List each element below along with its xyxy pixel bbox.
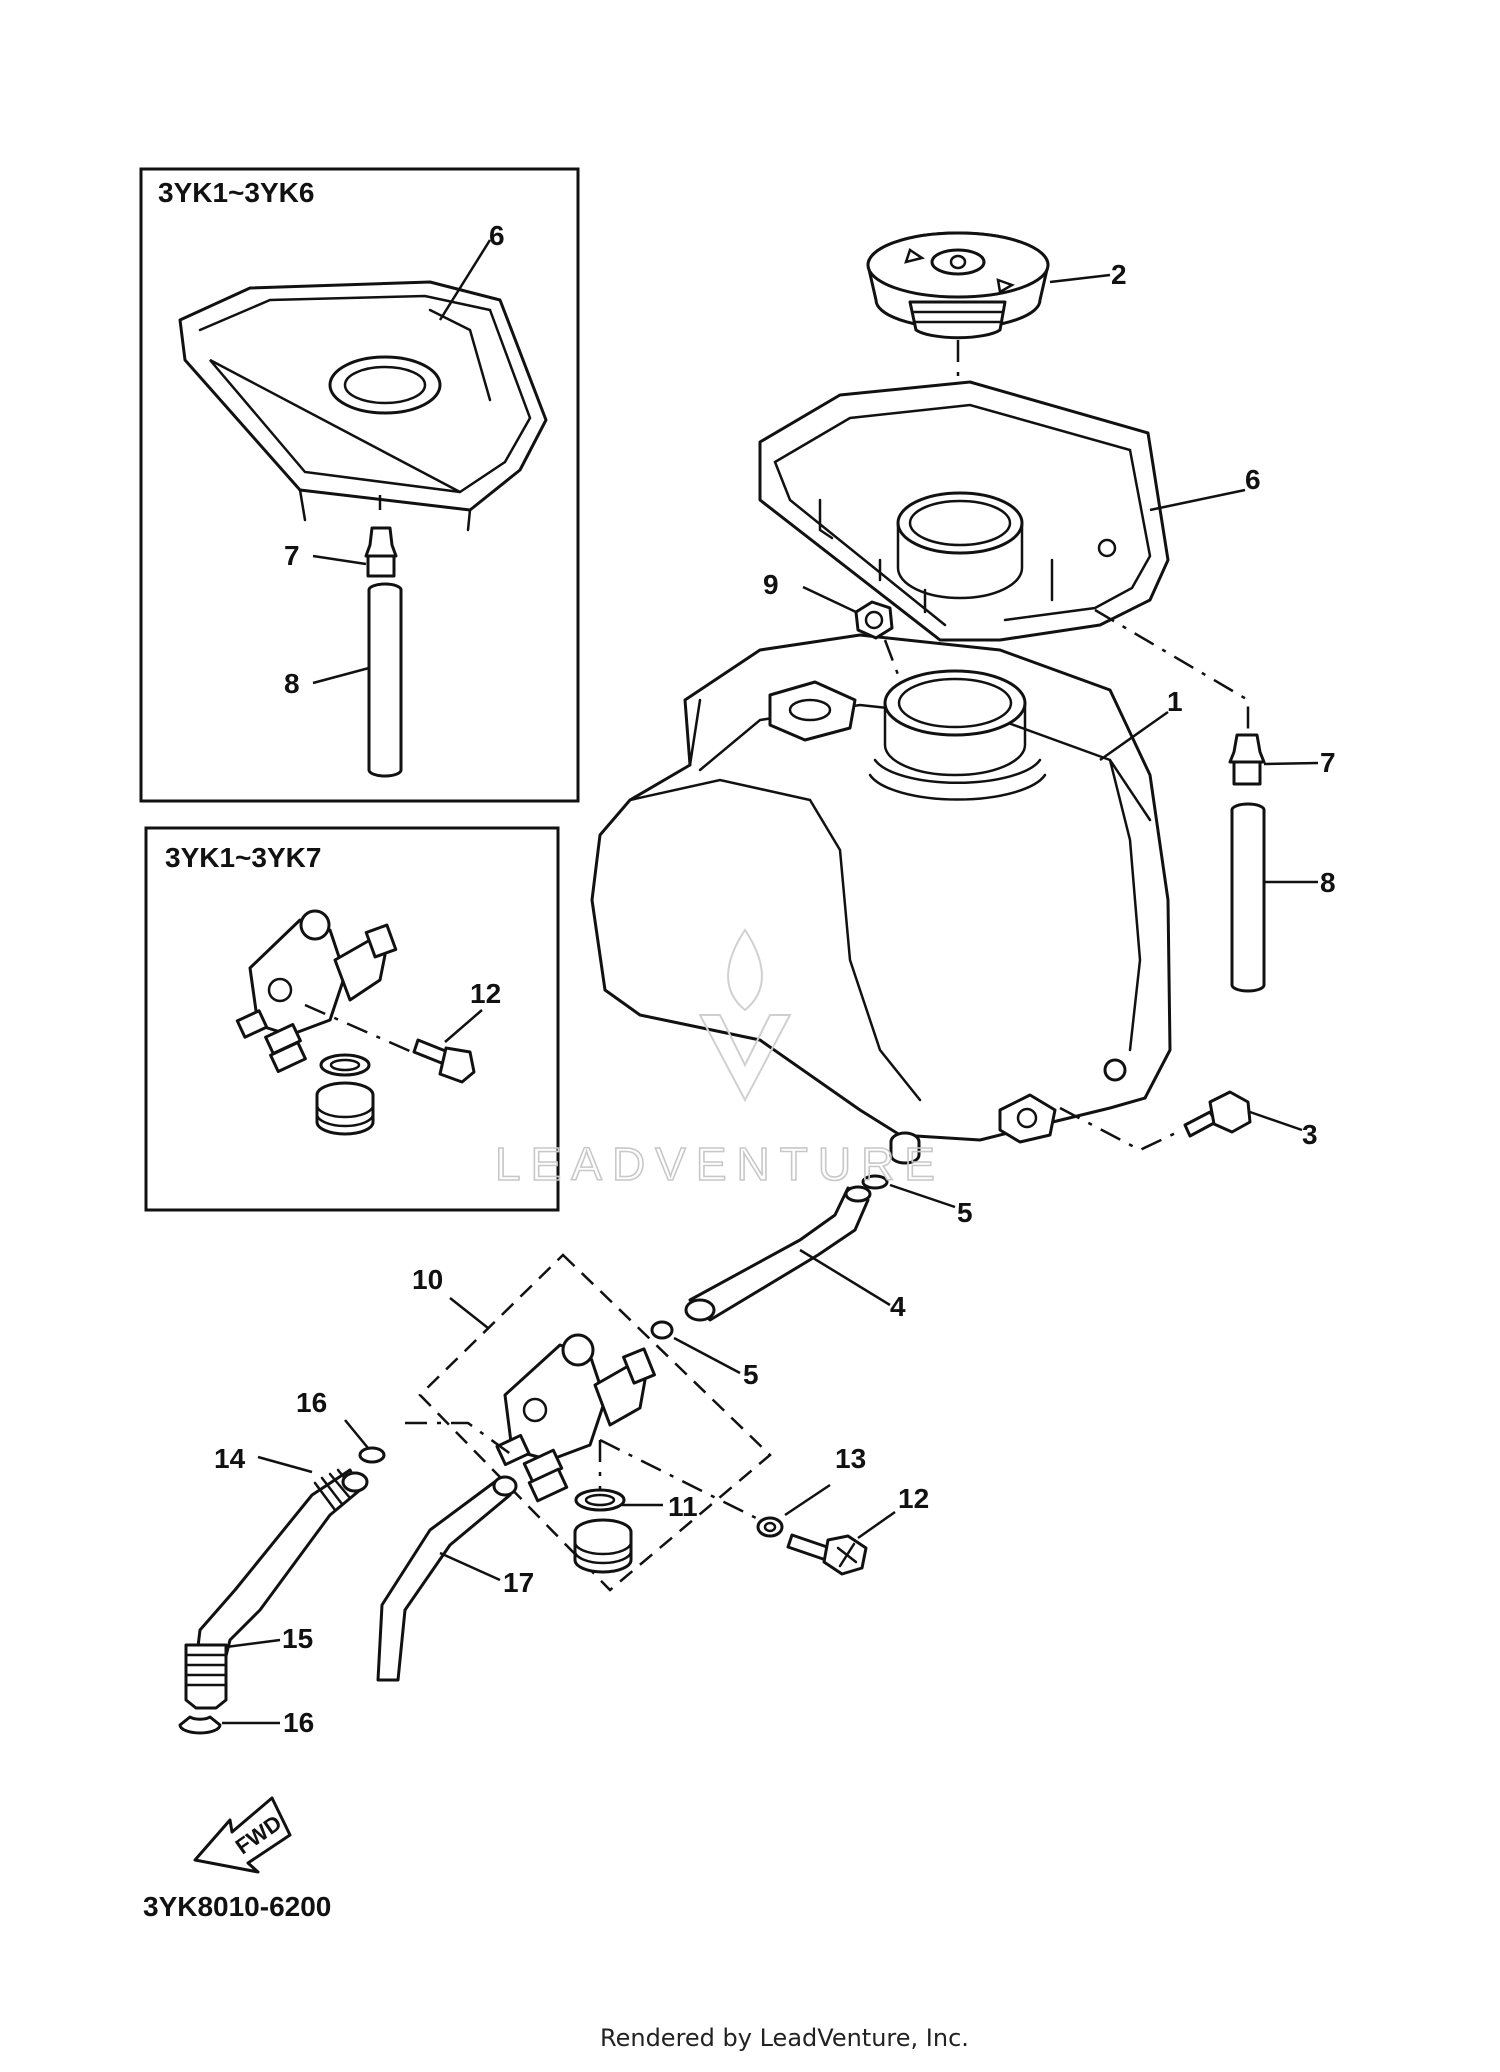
screw [786,1533,868,1576]
callout-inset-12: 12 [470,978,501,1009]
inset-screw [412,1038,476,1084]
leadventure-watermark: LEADVENTURE [494,928,945,1191]
callout-7: 7 [1320,747,1336,778]
callout-2: 2 [1111,259,1127,290]
footer-credit: Rendered by LeadVenture, Inc. [600,2024,969,2052]
hose-clip-lower [650,1320,674,1340]
union-bolt [1228,733,1266,786]
callout-12: 12 [898,1483,929,1514]
fuel-tank [590,612,1172,1165]
callout-3: 3 [1302,1119,1318,1150]
fuel-hose-main [684,1185,872,1322]
fuel-hose-15 [184,1643,228,1710]
bolt [1183,1090,1252,1138]
callout-9: 9 [763,569,779,600]
callout-5: 5 [957,1197,973,1228]
hose-clip-upper [861,1174,889,1190]
callout-5-lower: 5 [743,1359,759,1390]
callout-10: 10 [412,1264,443,1295]
hose-clip-16-lower [178,1715,222,1735]
callout-1: 1 [1167,686,1183,717]
inset-mid-label: 3YK1~3YK7 [165,842,321,873]
inset-3yk1-3yk6: 3YK1~3YK6 6 7 8 [139,167,580,803]
nut [854,600,894,640]
inset-gasket [319,1053,371,1077]
callout-16-lower: 16 [283,1707,314,1738]
fuel-cock-assembly-box [418,1253,772,1592]
fuel-hose-17 [376,1475,518,1682]
callout-15: 15 [282,1623,313,1654]
inset-union-bolt [364,526,398,578]
washer [756,1516,784,1538]
fwd-arrow-icon: FWD [193,1796,292,1874]
drawing-code: 3YK8010-6200 [143,1891,331,1922]
callout-13: 13 [835,1443,866,1474]
callout-11: 11 [668,1491,698,1522]
callout-16: 16 [296,1387,327,1418]
fuel-cap [866,231,1050,340]
callout-inset-8: 8 [284,668,300,699]
inset-tank-cover [178,280,548,532]
hose-clip-16-upper [358,1446,386,1464]
callout-inset-7: 7 [284,540,300,571]
callout-4: 4 [890,1291,906,1322]
tank-cover [758,380,1170,642]
fuel-hose-vent [1230,802,1266,993]
fuel-cock [495,1333,656,1503]
callout-17: 17 [503,1567,534,1598]
inset-top-label: 3YK1~3YK6 [158,177,314,208]
gasket [574,1488,626,1512]
filter-cup [573,1518,633,1574]
inset-3yk1-3yk7: 3YK1~3YK7 12 [144,826,560,1212]
watermark-text: LEADVENTURE [495,1138,945,1190]
callout-14: 14 [214,1443,246,1474]
callout-6: 6 [1245,464,1261,495]
inset-fuel-hose [367,582,403,778]
inset-fuel-cock [235,909,398,1073]
callout-8: 8 [1320,867,1336,898]
fuel-hose-14 [192,1468,369,1682]
inset-filter-cup [315,1081,375,1136]
callout-inset-6: 6 [489,220,505,251]
